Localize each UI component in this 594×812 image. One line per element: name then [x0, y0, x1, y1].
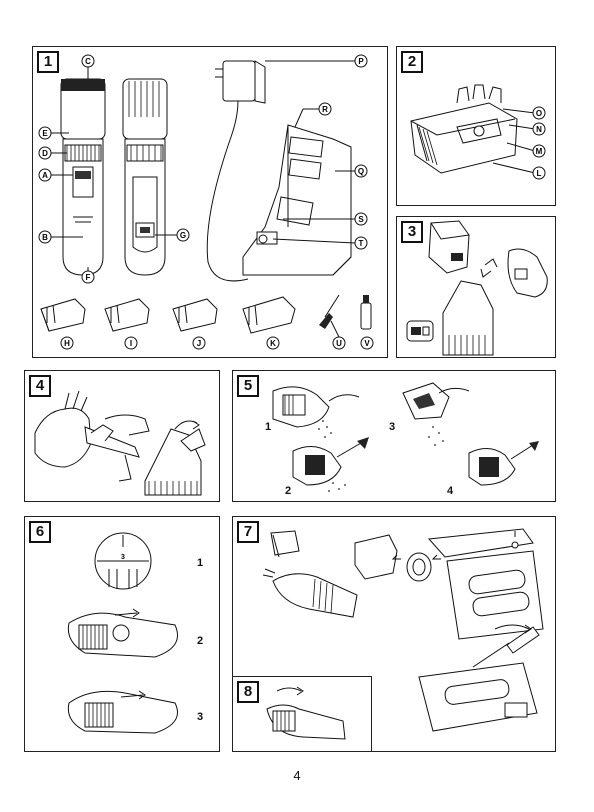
callout-H: H	[64, 339, 70, 348]
panel-number: 4	[29, 375, 51, 397]
callout-L: L	[537, 169, 542, 178]
remove-blade-illustration	[25, 371, 221, 503]
adjust-cutting-length-illustration: 3	[25, 517, 221, 753]
callout-G: G	[180, 231, 186, 240]
panel-number: 3	[401, 221, 423, 243]
step-label-2: 2	[197, 635, 203, 647]
step-label-3: 3	[389, 421, 395, 433]
callout-T: T	[359, 239, 364, 248]
callout-Q: Q	[358, 167, 364, 176]
figure-panel-5: 5 1 3 2 4	[232, 370, 556, 502]
callout-F: F	[86, 273, 91, 282]
figure-panel-3: 3	[396, 216, 556, 358]
callout-O: O	[536, 109, 542, 118]
callout-D: D	[42, 149, 48, 158]
callout-E: E	[42, 129, 48, 138]
cleaning-steps-illustration	[233, 371, 557, 503]
callout-M: M	[536, 147, 543, 156]
callout-V: V	[364, 339, 370, 348]
dial-value: 3	[121, 554, 125, 561]
step-label-2: 2	[285, 485, 291, 497]
callout-N: N	[536, 125, 542, 134]
callout-P: P	[358, 57, 364, 66]
callout-B: B	[42, 233, 48, 242]
clipper-overview-illustration: C E D A B F G P R Q S T H I J K U V	[33, 47, 389, 359]
callout-C: C	[85, 57, 91, 66]
step-label-1: 1	[265, 421, 271, 433]
figure-panel-4: 4	[24, 370, 220, 502]
step-label-3: 3	[197, 711, 203, 723]
clipper-back	[123, 79, 167, 275]
figure-panel-6: 6 3 1 2 3	[24, 516, 220, 752]
figure-panel-8: 8	[232, 676, 372, 752]
callout-R: R	[322, 105, 328, 114]
callout-J: J	[197, 339, 201, 348]
callout-S: S	[358, 215, 364, 224]
panel-number: 6	[29, 521, 51, 543]
attachment-combs	[41, 295, 371, 333]
step-label-1: 1	[197, 557, 203, 569]
panel-number: 7	[237, 521, 259, 543]
figure-panel-1: 1	[32, 46, 388, 358]
panel-number: 1	[37, 51, 59, 73]
panel-number: 5	[237, 375, 259, 397]
callout-U: U	[336, 339, 342, 348]
charging-stand	[243, 125, 351, 275]
page-number: 4	[0, 768, 594, 783]
clipper-front	[61, 79, 105, 275]
step-label-4: 4	[447, 485, 453, 497]
panel-number: 2	[401, 51, 423, 73]
callout-A: A	[42, 171, 48, 180]
figure-panel-2: 2 O N M L	[396, 46, 556, 206]
callout-K: K	[270, 339, 276, 348]
panel-number: 8	[237, 681, 259, 703]
callout-I: I	[130, 339, 132, 348]
